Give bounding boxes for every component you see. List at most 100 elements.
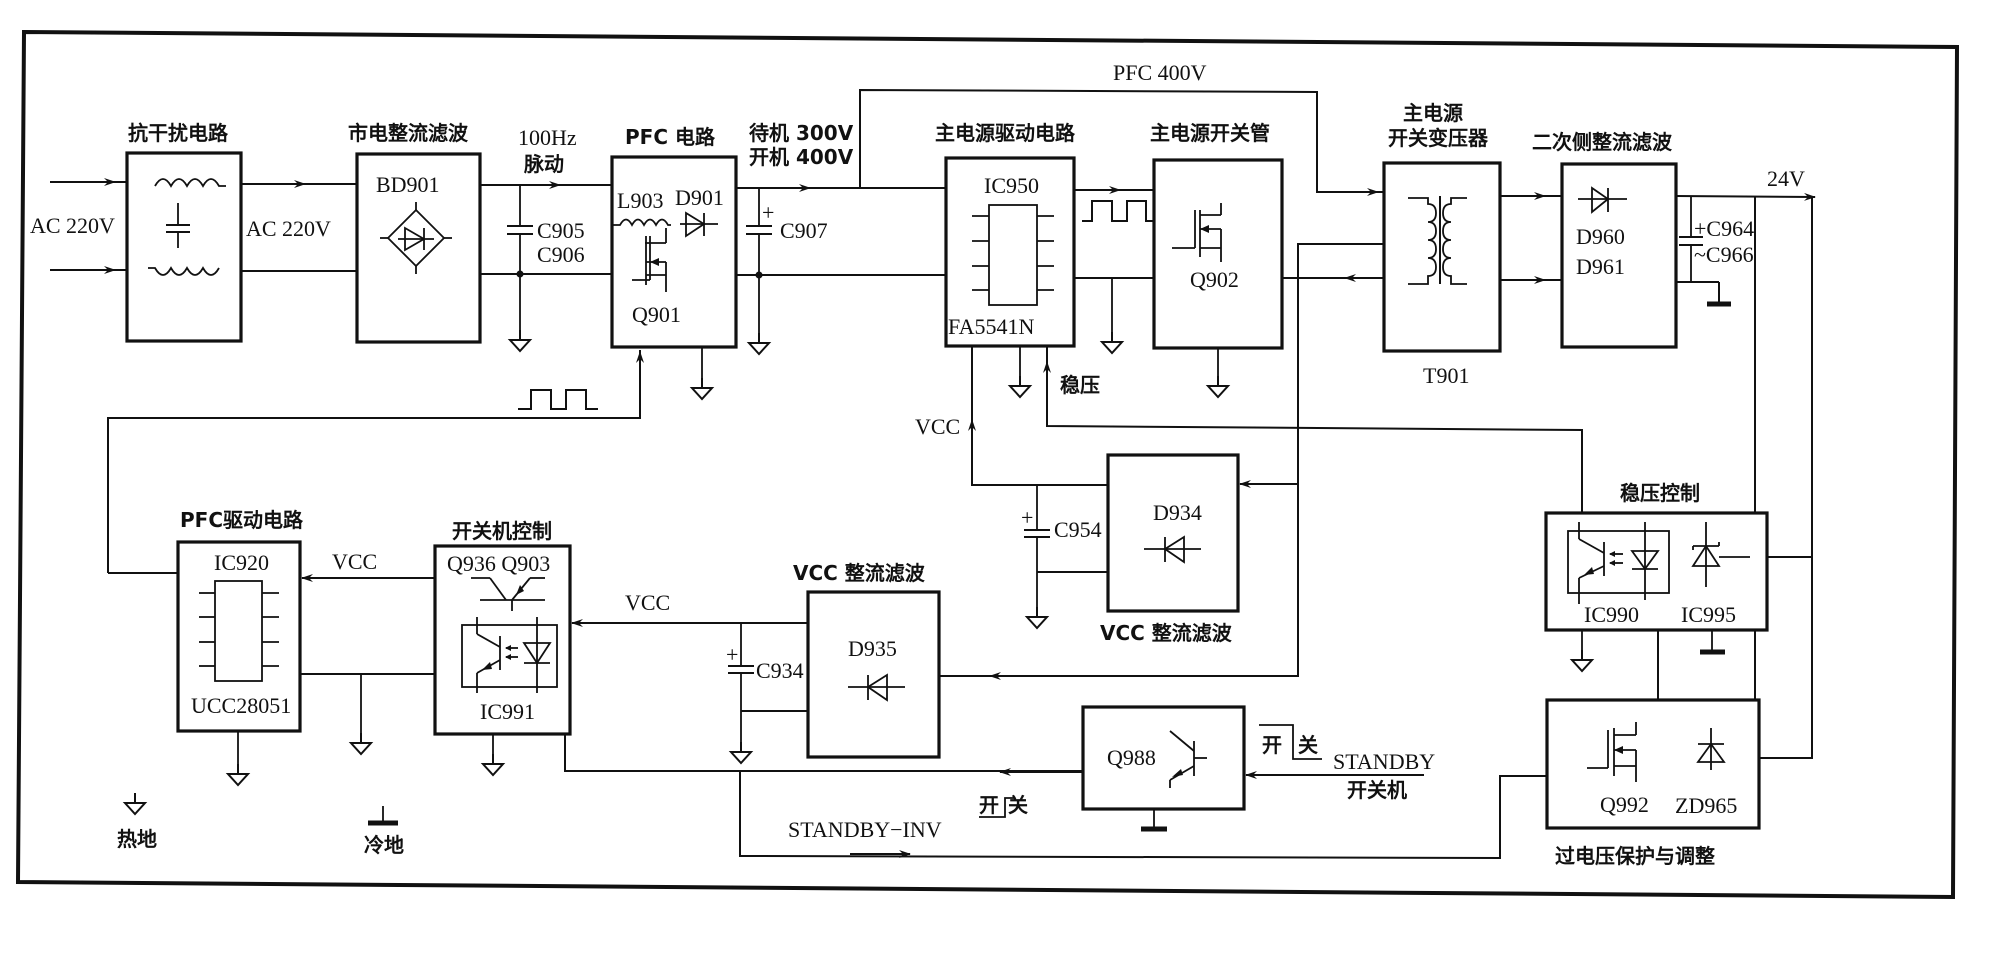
c934-plus: + xyxy=(726,642,738,667)
emi-choke-icon xyxy=(148,178,226,276)
emi-filter-block xyxy=(125,151,243,343)
c906-label: C906 xyxy=(537,242,585,267)
emi-capacitor-icon xyxy=(166,203,190,248)
ground-icon xyxy=(691,377,713,400)
ovp-title: 过电压保护与调整 xyxy=(1555,844,1715,868)
hot-ground-label: 热地 xyxy=(117,827,157,851)
ground-icon xyxy=(350,732,372,755)
pfc-driver-block xyxy=(176,540,302,733)
pfc-drive-waveform-icon xyxy=(518,389,598,410)
fa5541n-label: FA5541N xyxy=(948,314,1034,339)
regulate-label: 稳压 xyxy=(1060,373,1100,397)
output-24v-label: 24V xyxy=(1767,166,1805,191)
l903-label: L903 xyxy=(617,188,663,213)
zd965-label: ZD965 xyxy=(1675,793,1737,818)
ripple-label-1: 100Hz xyxy=(518,125,577,150)
pfc-block xyxy=(610,155,738,349)
c905-label: C905 xyxy=(537,218,585,243)
switch-waveform-icon-1 xyxy=(1259,724,1322,760)
rectifier-title: 市电整流滤波 xyxy=(348,121,469,145)
ic950-chip-icon xyxy=(972,204,1054,306)
q988-label: Q988 xyxy=(1107,745,1156,770)
main-driver-block xyxy=(944,156,1076,348)
c966-label: ~C966 xyxy=(1694,242,1754,267)
c905-capacitor-icon xyxy=(507,185,533,330)
q992-label: Q992 xyxy=(1600,792,1649,817)
d934-label: D934 xyxy=(1153,500,1202,525)
ic991-optocoupler-icon xyxy=(461,617,558,693)
standby-switch-block xyxy=(1081,705,1246,811)
d935-label: D935 xyxy=(848,636,897,661)
ground-icon xyxy=(748,332,770,355)
switch-off-label-1: 关 xyxy=(1298,733,1318,757)
d960-label: D960 xyxy=(1576,224,1625,249)
pfc-400v-line xyxy=(859,88,1380,193)
ripple-label-2: 脉动 xyxy=(523,152,564,176)
q992-mosfet-icon xyxy=(1587,722,1637,782)
c907-label: C907 xyxy=(780,218,828,243)
q902-mosfet-icon xyxy=(1172,203,1222,262)
ic920-label: IC920 xyxy=(214,550,269,575)
d901-label: D901 xyxy=(675,185,724,210)
pfc-diode-icon xyxy=(680,211,718,238)
emi-title: 抗干扰电路 xyxy=(128,121,229,145)
ground-icon xyxy=(1207,375,1229,398)
ic920-chip-icon xyxy=(199,580,279,682)
ground-icon xyxy=(1026,606,1048,629)
bus-voltage-label-2: 开机 400V xyxy=(749,145,854,169)
q936-q903-transistor-icon xyxy=(471,577,545,611)
regulation-title: 稳压控制 xyxy=(1620,481,1700,505)
c954-label: C954 xyxy=(1054,517,1102,542)
main-driver-title: 主电源驱动电路 xyxy=(935,121,1076,145)
standby-inv-label: STANDBY−INV xyxy=(788,817,942,842)
zd965-zener-icon xyxy=(1696,728,1726,770)
c934-label: C934 xyxy=(756,658,804,683)
vcc-driver-line xyxy=(971,346,1110,486)
ic990-optocoupler-icon xyxy=(1567,522,1670,604)
diagram-frame xyxy=(15,29,1960,900)
pfc-driver-title: PFC驱动电路 xyxy=(180,508,304,532)
switch-off-label-2: 关 xyxy=(1008,793,1028,817)
main-switch-title: 主电源开关管 xyxy=(1150,121,1270,145)
c907-capacitor-icon xyxy=(746,188,772,333)
rectifier-block xyxy=(355,152,482,344)
standby-inv-line xyxy=(739,771,1550,860)
d934-diode-icon xyxy=(1144,535,1201,564)
d961-label: D961 xyxy=(1576,254,1625,279)
standby-cn-label: 开关机 xyxy=(1347,778,1407,802)
vcc-control-label: VCC xyxy=(625,590,670,615)
power-control-title: 开关机控制 xyxy=(452,519,552,543)
pwm-waveform-icon xyxy=(1082,200,1153,222)
q988-transistor-icon xyxy=(1169,730,1207,788)
c954-capacitor-icon xyxy=(1024,485,1050,607)
pfc-400v-label: PFC 400V xyxy=(1113,60,1207,85)
d935-diode-icon xyxy=(848,673,905,702)
transformer-title-1: 主电源 xyxy=(1403,101,1463,125)
switch-waveform-icon-2 xyxy=(979,797,1015,818)
standby-signal-line xyxy=(564,734,1085,772)
switch-on-label-2: 开 xyxy=(979,793,999,817)
standby-label: STANDBY xyxy=(1333,749,1435,774)
vcc-rectifier-left-title: VCC 整流滤波 xyxy=(793,561,926,585)
ic991-label: IC991 xyxy=(480,699,535,724)
ic990-label: IC990 xyxy=(1584,602,1639,627)
secondary-title: 二次侧整流滤波 xyxy=(1532,130,1673,154)
switch-on-label-1: 开 xyxy=(1262,733,1282,757)
c954-plus: + xyxy=(1021,505,1033,530)
ground-icon xyxy=(227,763,249,786)
ac-input-label: AC 220V xyxy=(30,213,115,238)
pfc-mosfet-icon xyxy=(632,228,667,292)
ground-icon xyxy=(482,753,504,776)
ground-icon xyxy=(1571,649,1593,672)
main-switch-block xyxy=(1152,158,1284,350)
ac-mid-label: AC 220V xyxy=(246,216,331,241)
ic995-label: IC995 xyxy=(1681,602,1736,627)
c964-label: +C964 xyxy=(1694,216,1754,241)
ucc28051-label: UCC28051 xyxy=(191,693,291,718)
ovp-block xyxy=(1545,698,1761,830)
q901-label: Q901 xyxy=(632,302,681,327)
transformer-icon xyxy=(1408,196,1467,285)
transformer-title-2: 开关变压器 xyxy=(1388,126,1489,150)
vcc-rectifier-main-title: VCC 整流滤波 xyxy=(1100,621,1233,645)
q936-q903-label: Q936 Q903 xyxy=(447,551,550,576)
